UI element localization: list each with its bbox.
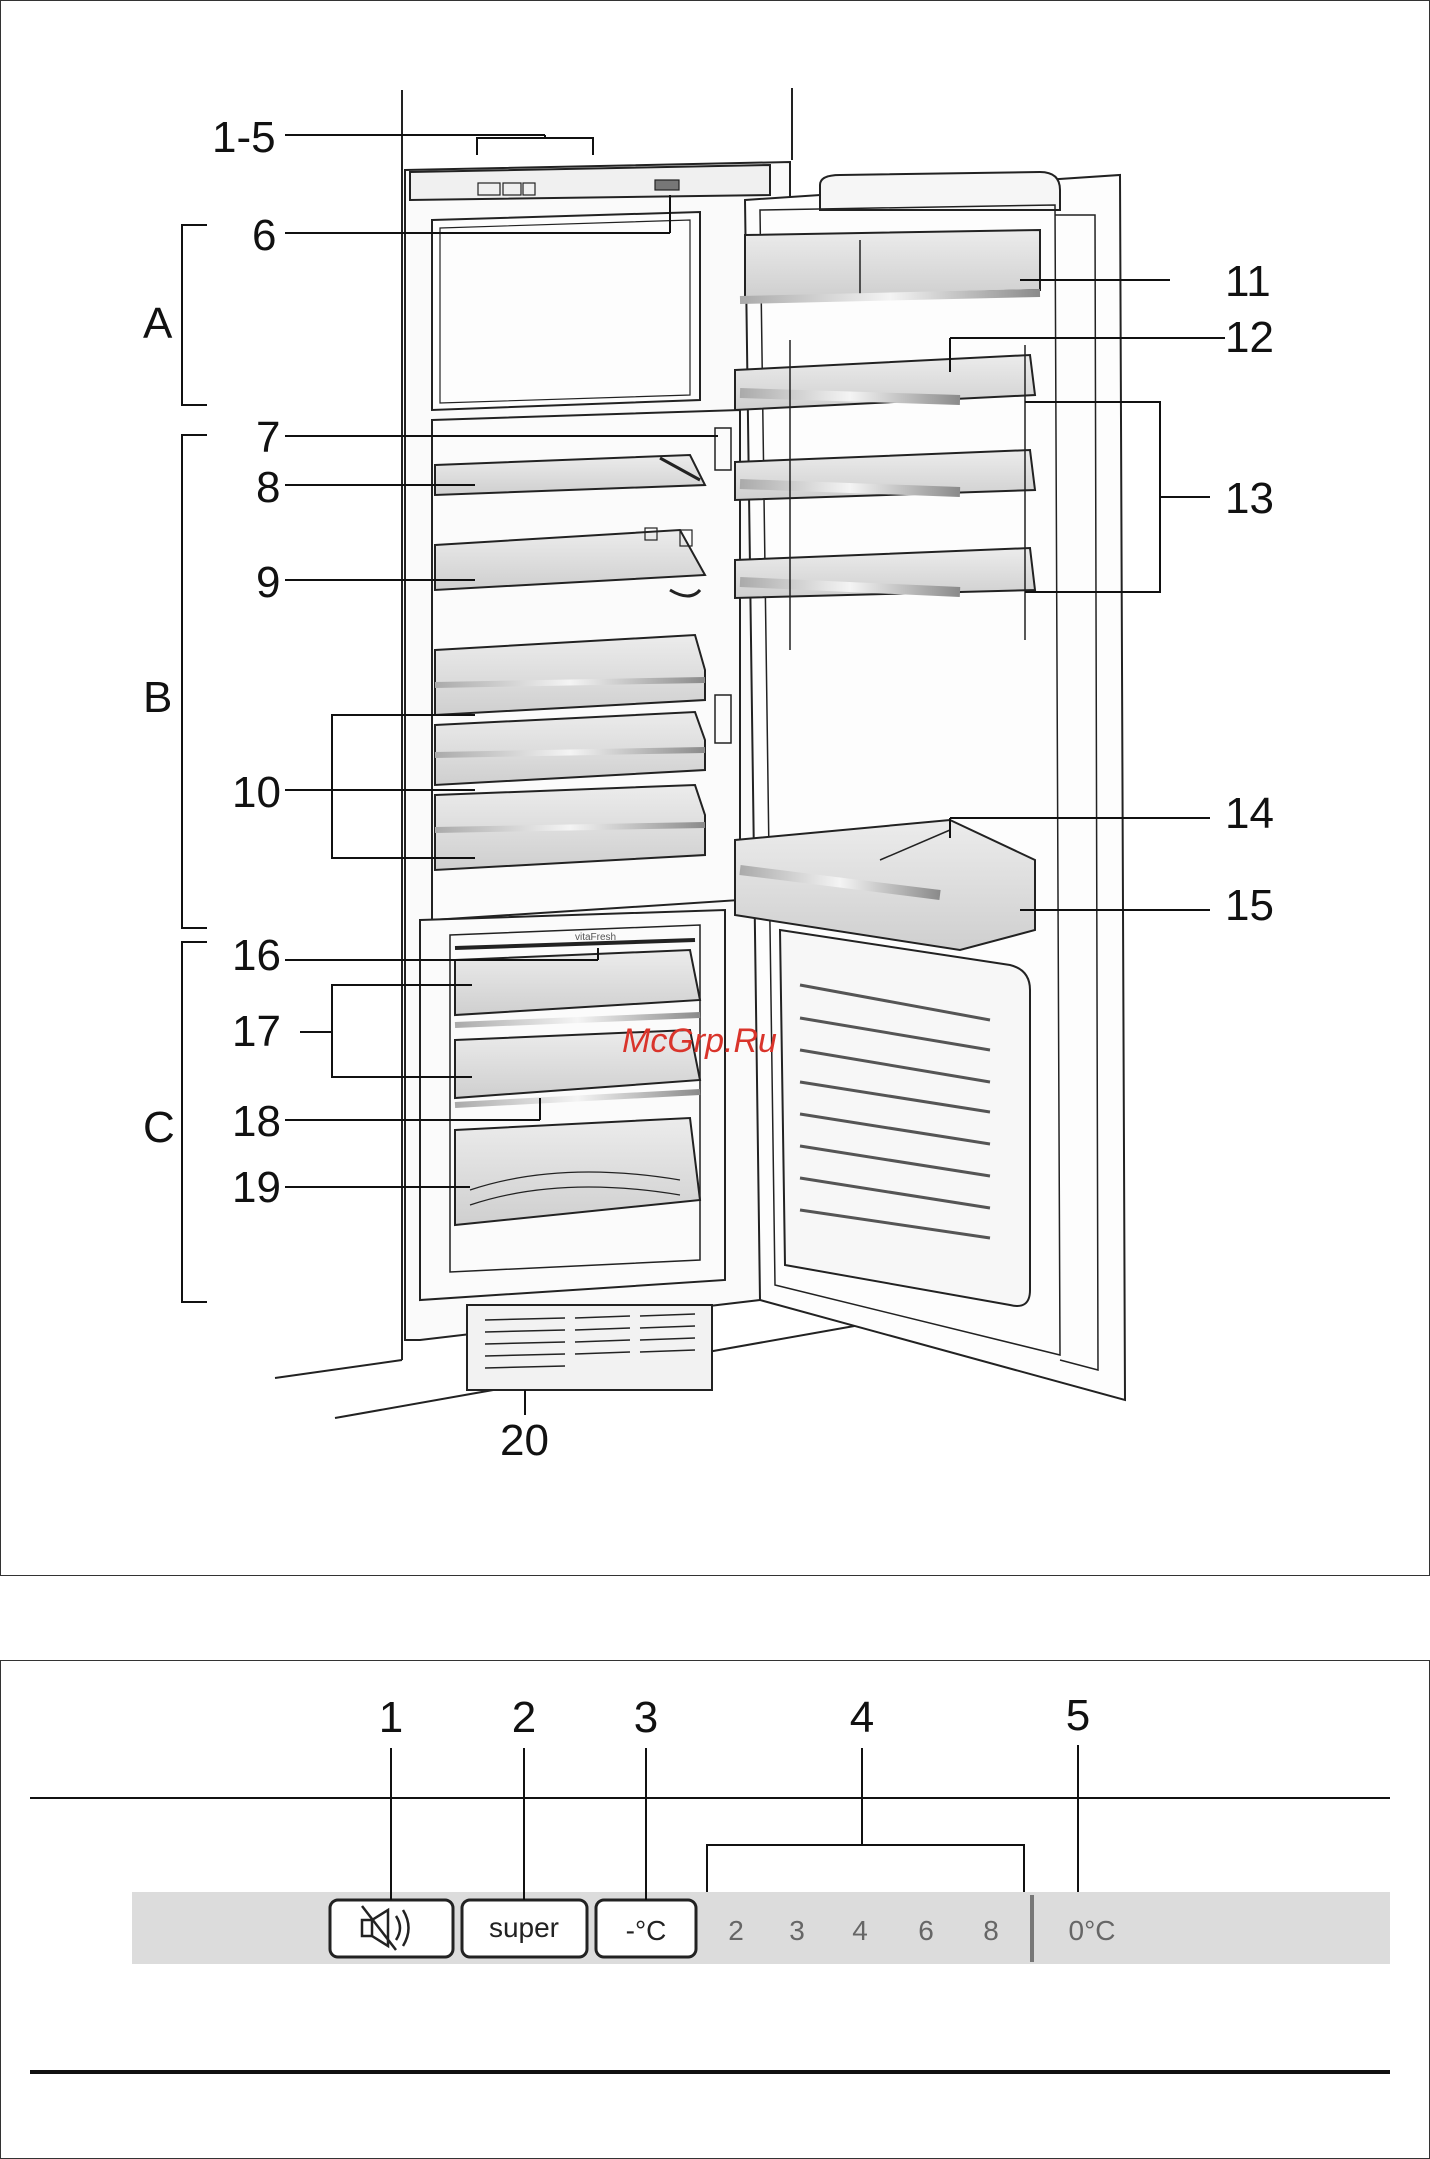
scale-value-2: 2	[728, 1915, 744, 1946]
scale-value-4: 4	[852, 1915, 868, 1946]
panel-callout-1: 1	[379, 1693, 403, 1742]
control-panel-strip	[132, 1892, 1390, 1964]
panel-callout-4: 4	[850, 1693, 874, 1742]
scale-value-6: 6	[918, 1915, 934, 1946]
callout-7: 7	[256, 413, 280, 462]
control-panel-drawing: super -°C 2 3 4 6 8 0°C 1 2 3 4 5	[30, 1691, 1390, 2072]
alarm-off-button[interactable]	[330, 1900, 453, 1957]
zone-b-label: B	[143, 673, 172, 722]
callout-1-5: 1-5	[212, 113, 276, 162]
scale-value-8: 8	[983, 1915, 999, 1946]
callout-19: 19	[232, 1163, 281, 1212]
panel-callout-5: 5	[1066, 1691, 1090, 1740]
zone-c-label: C	[143, 1103, 175, 1152]
callout-20: 20	[500, 1416, 549, 1465]
callout-11: 11	[1225, 257, 1271, 306]
callout-14: 14	[1225, 789, 1274, 838]
panel-callout-3: 3	[634, 1693, 658, 1742]
callout-13: 13	[1225, 474, 1274, 523]
refrigerator-drawing	[275, 88, 1125, 1418]
callout-10: 10	[232, 768, 281, 817]
vitafresh-label: vitaFresh	[575, 932, 616, 943]
watermark-text: McGrp.Ru	[622, 1022, 777, 1060]
callout-18: 18	[232, 1097, 281, 1146]
callout-16: 16	[232, 931, 281, 980]
zero-degree-label: 0°C	[1069, 1915, 1116, 1946]
zone-a-label: A	[143, 299, 173, 348]
scale-value-3: 3	[789, 1915, 805, 1946]
callout-8: 8	[256, 463, 280, 512]
temperature-button-label: -°C	[626, 1915, 667, 1946]
callout-9: 9	[256, 558, 280, 607]
callout-17: 17	[232, 1007, 281, 1056]
panel-callout-2: 2	[512, 1693, 536, 1742]
callout-6: 6	[252, 211, 276, 260]
callout-12: 12	[1225, 313, 1274, 362]
callout-15: 15	[1225, 881, 1274, 930]
super-button-label: super	[489, 1912, 559, 1943]
